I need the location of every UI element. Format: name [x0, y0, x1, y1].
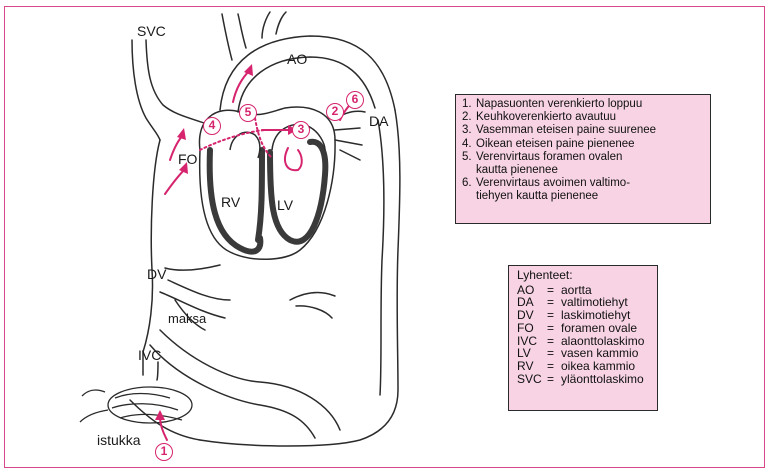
events-item: tiehyen kautta pienenee [462, 190, 704, 203]
marker-4: 4 [203, 117, 221, 135]
svc-label: SVC [137, 24, 166, 38]
marker-1: 1 [155, 443, 173, 461]
heart-septum [258, 150, 262, 240]
events-item: kautta pienenee [462, 164, 704, 177]
ivc-label: IVC [138, 348, 161, 362]
marker-6: 6 [346, 91, 364, 109]
liver-right-vessels [290, 293, 335, 318]
heart-inner-wall-left [270, 142, 325, 242]
ivc-vessel-2 [157, 362, 158, 380]
abbreviation-row: DV=laskimotiehyt [517, 309, 644, 322]
abbreviation-row: RV=oikea kammio [517, 360, 644, 373]
body-right-wall [200, 110, 400, 446]
marker-5: 5 [239, 104, 257, 122]
descending-aorta-inner [378, 120, 384, 395]
aorta-branch-1b [238, 14, 246, 48]
placenta-coils [80, 390, 182, 422]
umbilical-loop-outer [160, 330, 340, 430]
aorta-branch-2 [262, 12, 270, 38]
umbilical-loop-inner [150, 345, 315, 438]
abbreviation-row: SVC=yläonttolaskimo [517, 373, 644, 386]
svc-vessel [146, 40, 204, 123]
events-item: 5.Verenvirtaus foramen ovalen [462, 151, 704, 164]
fo-label: FO [178, 152, 197, 166]
dv-label: DV [147, 267, 166, 281]
lv-label: LV [277, 198, 293, 212]
marker-3: 3 [292, 121, 310, 139]
aorta-branch-1 [222, 14, 232, 60]
events-item: 3.Vasemman eteisen paine suurenee [462, 124, 704, 137]
da-label: DA [369, 114, 388, 128]
events-legend-box: 1.Napasuonten verenkierto loppuu 2.Keuhk… [455, 94, 711, 224]
flow-loop [285, 148, 302, 170]
svc-vessel-outer [132, 40, 160, 140]
pulmonary-vessel-1 [335, 128, 362, 160]
body-left-wall [143, 140, 160, 352]
events-list: 1.Napasuonten verenkierto loppuu 2.Keuhk… [462, 98, 704, 204]
events-item: 1.Napasuonten verenkierto loppuu [462, 98, 704, 111]
istukka-label: istukka [97, 433, 141, 447]
abbreviations-box: Lyhenteet: AO=aortta DA=valtimotiehyt DV… [508, 265, 658, 411]
maksa-label: maksa [168, 312, 206, 326]
abbreviations-heading: Lyhenteet: [517, 269, 649, 282]
flow-arrow-ivc [165, 168, 186, 194]
events-item: 2.Keuhkoverenkierto avautuu [462, 111, 704, 124]
rv-label: RV [221, 195, 240, 209]
ao-label: AO [287, 52, 307, 66]
marker-2: 2 [326, 103, 344, 121]
abbreviation-row: FO=foramen ovale [517, 322, 644, 335]
events-item: 6.Verenvirtaus avoimen valtimo- [462, 177, 704, 190]
aorta-branch-2b [276, 12, 286, 34]
events-item: 4.Oikean eteisen paine pienenee [462, 138, 704, 151]
arrowhead-svc [177, 128, 186, 140]
abbreviations-table: AO=aortta DA=valtimotiehyt DV=laskimotie… [517, 284, 644, 386]
